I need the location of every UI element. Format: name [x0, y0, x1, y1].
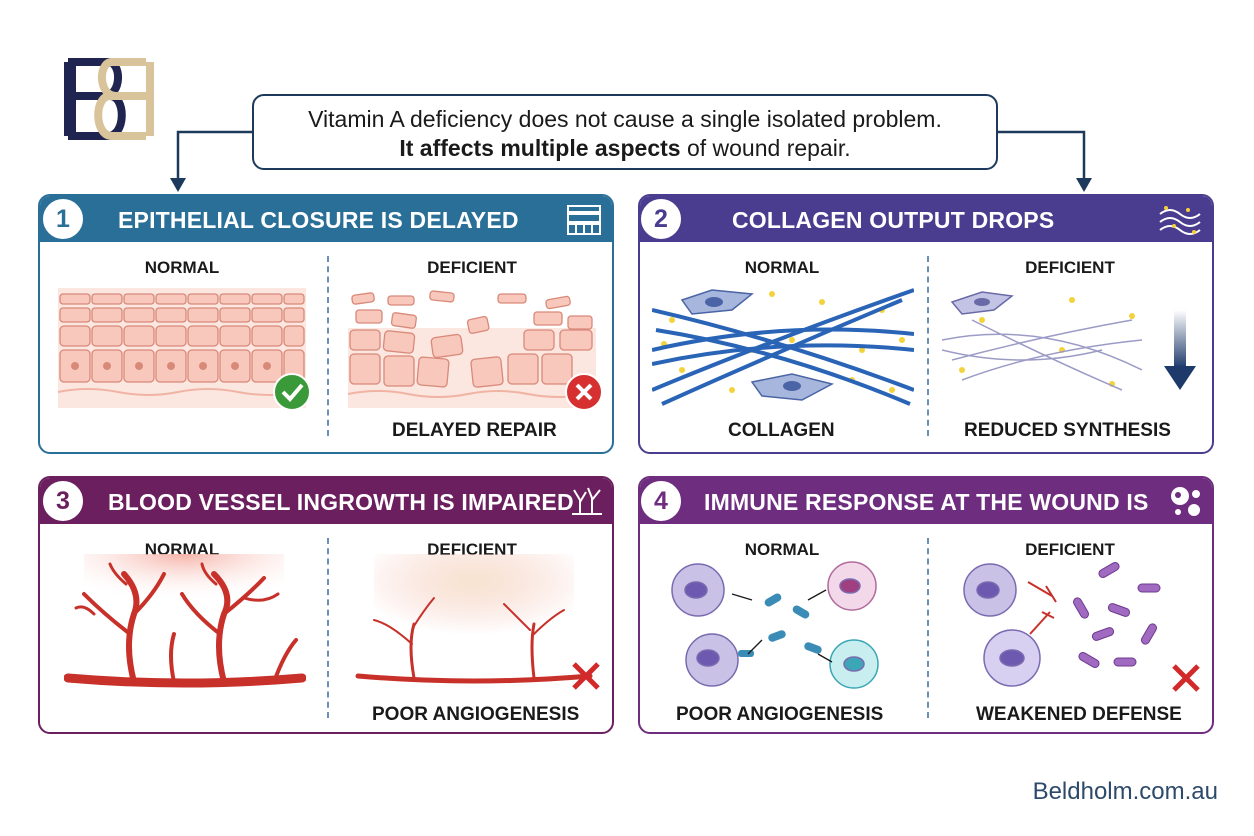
- panel-4-caption-right: WEAKENED DEFENSE: [976, 704, 1182, 725]
- panel-2-header: [640, 196, 1212, 242]
- panel-epithelial: EPITHELIAL CLOSURE IS DELAYED NORMAL DEF…: [38, 194, 614, 454]
- panel-blood-vessel: BLOOD VESSEL INGROWTH IS IMPAIRED NORMAL…: [38, 476, 614, 734]
- vessel-icon: [572, 487, 602, 515]
- panel-collagen: COLLAGEN OUTPUT DROPS NORMAL DEFICIENT C…: [638, 194, 1214, 454]
- panel-4-caption-left: POOR ANGIOGENESIS: [676, 704, 884, 725]
- deficient-collagen-illustration: [942, 291, 1142, 391]
- panel-4-number: 4: [638, 478, 684, 524]
- normal-epithelium-illustration: [58, 288, 306, 408]
- normal-immune-illustration: [671, 561, 879, 689]
- deficient-vessels-illustration: [355, 554, 593, 684]
- cross-mark-icon-2: [1172, 664, 1200, 692]
- callout-rest: of wound repair.: [680, 135, 851, 161]
- panel-3-caption-right: POOR ANGIOGENESIS: [372, 704, 580, 725]
- panel-3-header: [40, 478, 612, 524]
- panel-3-title: BLOOD VESSEL INGROWTH IS IMPAIRED: [108, 489, 574, 515]
- panel-4-deficient-label: DEFICIENT: [1025, 540, 1115, 559]
- callout-line-2: It affects multiple aspects of wound rep…: [254, 135, 996, 162]
- panel-2-normal-label: NORMAL: [744, 258, 820, 277]
- panel-1-title: EPITHELIAL CLOSURE IS DELAYED: [118, 207, 519, 233]
- deficient-epithelium-illustration: [348, 290, 596, 408]
- panel-immune: IMMUNE RESPONSE AT THE WOUND IS NORMAL D…: [638, 476, 1214, 734]
- panel-2-caption-right: REDUCED SYNTHESIS: [964, 420, 1171, 441]
- panel-1-caption-right: DELAYED REPAIR: [392, 420, 557, 441]
- panel-2-title: COLLAGEN OUTPUT DROPS: [732, 207, 1055, 233]
- panel-3-number: 3: [40, 478, 86, 524]
- normal-collagen-illustration: [652, 288, 914, 406]
- callout-bold: It affects multiple aspects: [399, 135, 681, 161]
- cell-layer-icon: [567, 205, 601, 235]
- panel-4-title: IMMUNE RESPONSE AT THE WOUND IS: [704, 489, 1149, 515]
- callout-line-1: Vitamin A deficiency does not cause a si…: [308, 106, 942, 132]
- down-arrow-icon: [1164, 310, 1196, 390]
- panel-2-number: 2: [638, 196, 684, 242]
- panel-1-deficient-label: DEFICIENT: [427, 258, 517, 277]
- deficient-immune-illustration: [963, 562, 1161, 687]
- normal-vessels-illustration: [64, 554, 306, 688]
- fiber-icon: [1159, 206, 1201, 235]
- panel-2-caption-left: COLLAGEN: [728, 420, 835, 441]
- cross-mark-icon: [572, 662, 600, 690]
- microbe-icon: [1171, 487, 1200, 516]
- cross-icon: [565, 373, 603, 411]
- intro-callout: Vitamin A deficiency does not cause a si…: [252, 94, 998, 170]
- panel-4-header: [640, 478, 1212, 524]
- panel-1-header: [40, 196, 612, 242]
- site-url[interactable]: Beldholm.com.au: [1032, 778, 1218, 805]
- panel-4-normal-label: NORMAL: [744, 540, 820, 559]
- panel-1-normal-label: NORMAL: [144, 258, 220, 277]
- panel-2-deficient-label: DEFICIENT: [1025, 258, 1115, 277]
- check-icon: [273, 373, 311, 411]
- panel-1-number: 1: [40, 196, 86, 242]
- brand-logo: [64, 58, 154, 140]
